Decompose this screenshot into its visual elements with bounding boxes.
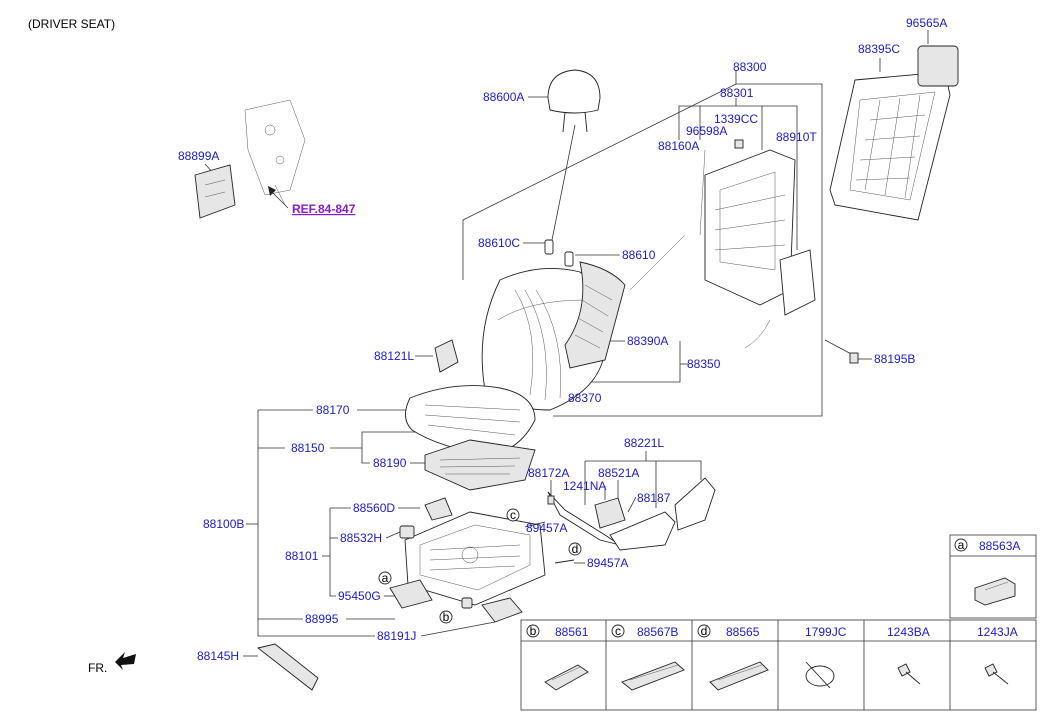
headrest-drawing xyxy=(547,69,601,133)
svg-text:88561: 88561 xyxy=(555,625,589,639)
diagram-title: (DRIVER SEAT) xyxy=(28,17,115,31)
label-88190: 88190 xyxy=(373,456,407,470)
svg-text:88563A: 88563A xyxy=(979,539,1020,553)
label-88121l: 88121L xyxy=(374,349,414,363)
screw-1243ja-drawing xyxy=(984,663,1009,685)
back-pad-drawing xyxy=(564,261,626,369)
label-89457a-d: 89457A xyxy=(587,556,628,570)
seat-pad-drawing xyxy=(424,439,536,491)
svg-text:REF.84-847: REF.84-847 xyxy=(292,202,356,216)
label-88600a: 88600A xyxy=(483,90,524,104)
svg-text:b: b xyxy=(530,624,537,638)
label-95450g: 95450G xyxy=(338,589,381,603)
legend-table: b 88561 c 88567B d 88565 1799JC 1243BA 1… xyxy=(520,619,1037,711)
small-parts-drawing xyxy=(389,497,575,623)
label-88899a: 88899A xyxy=(178,149,219,163)
label-88610: 88610 xyxy=(622,248,656,262)
ref-link[interactable]: REF.84-847 xyxy=(268,186,356,216)
label-88370: 88370 xyxy=(568,391,602,405)
label-88301: 88301 xyxy=(720,86,754,100)
label-88610c: 88610C xyxy=(478,236,520,250)
bolt-88195b-drawing xyxy=(849,352,859,364)
svg-text:FR.: FR. xyxy=(88,661,107,675)
label-88160a: 88160A xyxy=(658,139,699,153)
cable-tie-1799jc-drawing xyxy=(805,661,835,689)
seat-cushion-drawing xyxy=(405,385,536,456)
label-88995: 88995 xyxy=(305,612,339,626)
label-1241na: 1241NA xyxy=(563,479,606,493)
label-89457a-c: 89457A xyxy=(526,521,567,535)
clip-88565-drawing xyxy=(709,661,769,691)
back-board-drawing xyxy=(829,45,959,221)
svg-text:a: a xyxy=(382,571,389,585)
label-88350: 88350 xyxy=(687,357,721,371)
seat-back-drawing xyxy=(481,268,606,411)
label-88910t: 88910T xyxy=(776,130,817,144)
seat-frame-drawing xyxy=(404,511,546,606)
svg-text:b: b xyxy=(443,610,450,624)
label-88100b: 88100B xyxy=(203,517,244,531)
circle-callouts: c d a b xyxy=(378,508,582,624)
label-88191j: 88191J xyxy=(377,629,416,643)
label-88221l: 88221L xyxy=(624,436,664,450)
label-1339cc: 1339CC xyxy=(714,112,758,126)
front-direction-indicator: FR. xyxy=(88,652,136,675)
svg-text:d: d xyxy=(701,624,708,638)
leader-lines xyxy=(204,30,929,657)
label-88195b: 88195B xyxy=(874,352,915,366)
side-shield-drawing xyxy=(547,477,716,551)
clip-88563a-drawing xyxy=(974,577,1016,606)
svg-text:d: d xyxy=(572,542,579,556)
label-88300: 88300 xyxy=(733,60,767,74)
label-88532h: 88532H xyxy=(340,531,382,545)
side-cover-88121l-drawing xyxy=(434,339,459,373)
label-88395c: 88395C xyxy=(858,42,900,56)
legend-box-a: a 88563A xyxy=(949,534,1037,619)
svg-text:c: c xyxy=(510,508,516,522)
svg-text:88567B: 88567B xyxy=(637,625,678,639)
svg-text:1243BA: 1243BA xyxy=(887,625,930,639)
label-96598a: 96598A xyxy=(686,124,727,138)
clip-88567b-drawing xyxy=(621,661,685,691)
screw-1243ba-drawing xyxy=(897,663,921,685)
svg-text:c: c xyxy=(615,624,621,638)
svg-text:1243JA: 1243JA xyxy=(977,625,1018,639)
label-88560d: 88560D xyxy=(353,501,395,515)
headrest-guide-drawing xyxy=(544,239,574,267)
bracket-88899a-drawing xyxy=(194,99,306,219)
part-labels: 96565A 88395C 88300 88301 88600A 1339CC … xyxy=(178,16,947,663)
clip-88561-drawing xyxy=(544,664,589,691)
svg-text:a: a xyxy=(958,538,965,552)
label-88150: 88150 xyxy=(291,441,325,455)
scuff-plate-drawing xyxy=(256,643,319,691)
label-88101: 88101 xyxy=(285,549,319,563)
label-88172a: 88172A xyxy=(528,466,569,480)
label-88170: 88170 xyxy=(316,403,350,417)
label-88521a: 88521A xyxy=(598,466,639,480)
svg-text:88565: 88565 xyxy=(726,625,760,639)
svg-text:1799JC: 1799JC xyxy=(805,625,847,639)
label-88390a: 88390A xyxy=(627,334,668,348)
label-96565a: 96565A xyxy=(906,16,947,30)
back-frame-drawing xyxy=(629,139,816,349)
label-88145h: 88145H xyxy=(197,649,239,663)
label-88187: 88187 xyxy=(637,491,671,505)
